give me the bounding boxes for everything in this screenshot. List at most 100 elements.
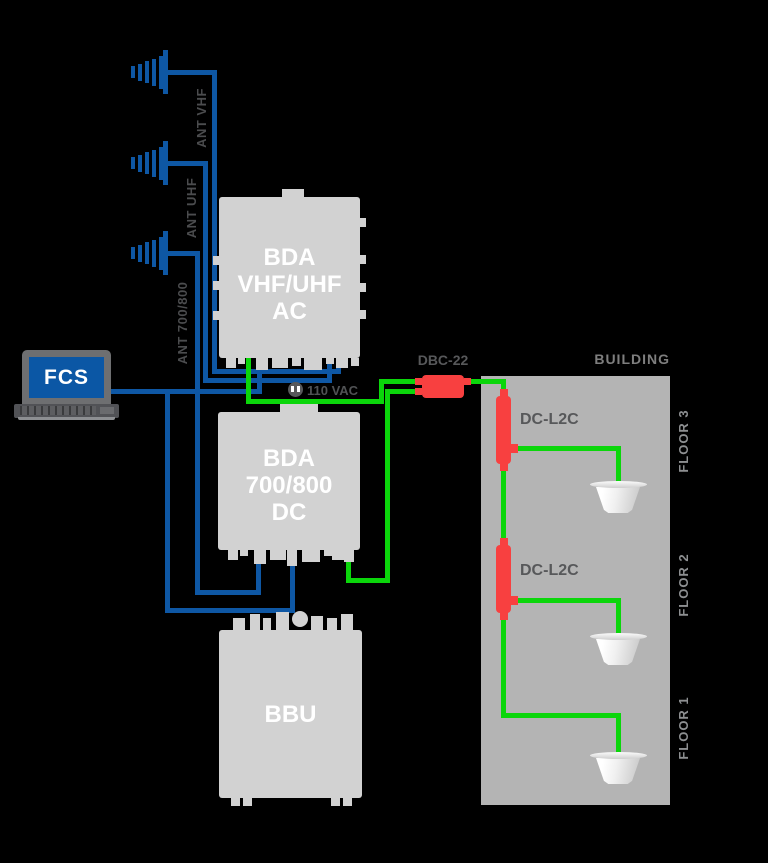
bda-700-800-dc-box: BDA 700/800 DC xyxy=(218,412,360,550)
wire-dbc-drop xyxy=(501,379,506,396)
wire-floor3-drop xyxy=(616,446,621,484)
power-label: 110 VAC xyxy=(307,383,359,398)
connector-stub xyxy=(256,358,268,370)
wire-uhf-boom xyxy=(167,161,208,166)
dbc-22-port-in2 xyxy=(415,388,422,395)
connector-stub xyxy=(331,798,340,806)
ant-vhf-label: ANT VHF xyxy=(194,88,209,148)
power-plug-icon xyxy=(288,382,303,397)
wire-uhf-run xyxy=(203,378,332,383)
wire-floor1-drop xyxy=(616,713,621,755)
bbu-label: BBU xyxy=(264,700,317,728)
dc-l2c-1-label: DC-L2C xyxy=(520,411,579,428)
connector-stub xyxy=(343,798,352,806)
connector-stub xyxy=(336,358,348,368)
building-label: BUILDING xyxy=(594,351,670,367)
bda-ac-line3: AC xyxy=(272,298,307,325)
dbc-22-label: DBC-22 xyxy=(417,352,469,368)
floor-1-label: FLOOR 1 xyxy=(676,696,691,760)
connector-stub xyxy=(272,358,288,368)
wire-floor2-run xyxy=(511,598,621,603)
connector-stub xyxy=(311,616,323,630)
connector-stub xyxy=(240,550,248,556)
wire-fcs-riser-ac xyxy=(257,360,262,394)
laptop-screen: FCS xyxy=(29,357,104,398)
dc-l2c-1-bottom-port xyxy=(500,463,508,471)
wire-vhf-boom xyxy=(167,70,217,75)
connector-stub xyxy=(292,358,301,366)
bbu-box: BBU xyxy=(219,630,362,798)
wire-ac-down xyxy=(246,358,251,404)
wire-uhf-drop xyxy=(203,161,208,383)
wire-ac-jog xyxy=(379,379,384,404)
wire-riser-f2-f1 xyxy=(501,617,506,718)
connector-stub xyxy=(270,550,286,560)
wire-vhf-drop xyxy=(212,70,217,374)
wire-700-boom xyxy=(167,251,200,256)
wire-floor1-run xyxy=(501,713,621,718)
connector-stub xyxy=(280,404,318,412)
connector-stub xyxy=(332,550,344,560)
dbc-22-splitter xyxy=(422,375,464,398)
connector-stub xyxy=(226,358,236,368)
wire-fcs-riser-dc xyxy=(290,556,295,613)
fcs-label: FCS xyxy=(44,365,89,389)
wire-ac-to-dbc xyxy=(379,379,424,384)
connector-stub xyxy=(360,255,366,264)
connector-stub xyxy=(213,256,219,265)
connector-stub xyxy=(263,618,271,630)
wire-floor2-drop xyxy=(616,598,621,636)
connector-stub xyxy=(276,612,289,630)
connector-stub xyxy=(254,550,266,564)
connector-stub xyxy=(213,311,219,320)
connector-stub xyxy=(326,358,334,364)
dc-l2c-1-top-port xyxy=(500,389,508,397)
floor-2-label: FLOOR 2 xyxy=(676,553,691,617)
laptop-base-edge xyxy=(18,417,115,420)
connector-stub xyxy=(327,618,337,630)
wire-700-run xyxy=(195,590,261,595)
wire-floor3-run xyxy=(511,446,621,451)
connector-stub xyxy=(360,218,366,227)
connector-stub xyxy=(302,550,320,562)
wire-700-riser xyxy=(256,556,261,595)
connector-stub xyxy=(351,358,359,366)
connector-stub xyxy=(282,189,304,197)
dc-l2c-coupler-2 xyxy=(496,545,511,613)
laptop-touchpad xyxy=(100,407,114,414)
connector-stub xyxy=(292,611,308,627)
bda-ac-line1: BDA xyxy=(263,244,316,271)
wire-uhf-riser xyxy=(327,360,332,383)
connector-stub xyxy=(243,798,252,806)
floor-3-label: FLOOR 3 xyxy=(676,409,691,473)
connector-stub xyxy=(231,798,240,806)
wire-riser-f3-f2 xyxy=(501,468,506,546)
dc-l2c-2-bottom-port xyxy=(500,612,508,620)
connector-stub xyxy=(360,283,366,292)
bda-dc-line3: DC xyxy=(271,498,307,526)
wire-dc-to-dbc xyxy=(385,389,424,394)
wire-vhf-run xyxy=(212,369,341,374)
connector-stub xyxy=(304,358,322,370)
bda-dc-line1: BDA xyxy=(263,444,315,472)
connector-stub xyxy=(238,358,245,364)
connector-stub xyxy=(287,550,297,566)
wire-ac-run xyxy=(246,399,384,404)
dc-l2c-2-label: DC-L2C xyxy=(520,562,579,579)
bda-ac-line2: VHF/UHF xyxy=(237,271,342,298)
connector-stub xyxy=(250,614,260,630)
bda-vhf-uhf-ac-box: BDA VHF/UHF AC xyxy=(219,197,360,358)
bda-dc-line2: 700/800 xyxy=(245,471,333,499)
wire-fcs-branch-run xyxy=(165,608,295,613)
dc-l2c-2-out-port xyxy=(510,596,518,605)
dc-l2c-coupler-1 xyxy=(496,396,511,464)
laptop-keyboard xyxy=(20,406,96,415)
connector-stub xyxy=(233,618,245,630)
wire-700-drop xyxy=(195,251,200,595)
connector-stub xyxy=(341,614,353,630)
wire-dc-down xyxy=(346,556,351,583)
ant-uhf-label: ANT UHF xyxy=(184,177,199,239)
connector-stub xyxy=(360,310,366,319)
dbc-22-port-out xyxy=(464,378,471,385)
